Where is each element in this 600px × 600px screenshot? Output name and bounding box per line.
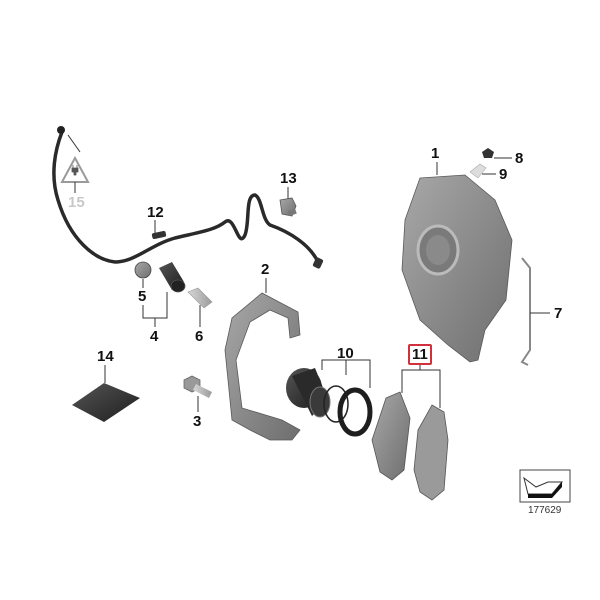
part-4-guide-bushing (142, 262, 186, 327)
part-12-wear-sensor-wire (52, 126, 324, 269)
label-10: 10 (337, 345, 354, 362)
part-11-brake-pads (371, 362, 449, 501)
label-13: 13 (280, 170, 297, 187)
label-12: 12 (147, 204, 164, 221)
part-1-caliper-housing (401, 162, 513, 363)
arrow-shadow-icon (528, 482, 562, 498)
label-5: 5 (138, 288, 147, 305)
part-15-connector-warning (60, 134, 90, 193)
label-14: 14 (97, 348, 114, 365)
label-4: 4 (150, 328, 159, 345)
label-2: 2 (261, 261, 270, 278)
part-7-anti-rattle-spring (520, 257, 550, 366)
plug-icon (71, 165, 79, 176)
part-10-piston-kit (286, 359, 373, 437)
label-9: 9 (499, 166, 508, 183)
label-7: 7 (554, 305, 563, 322)
label-3: 3 (193, 413, 202, 430)
label-11-highlighted[interactable]: 11 (408, 344, 432, 365)
part-8-9-bleeder (469, 148, 512, 179)
part-5-cap (134, 261, 152, 288)
part-6-guide-pin (187, 287, 213, 327)
label-15: 15 (68, 194, 85, 211)
label-1: 1 (431, 145, 440, 162)
reference-number: 177629 (528, 505, 562, 516)
part-2-caliper-carrier (224, 278, 301, 441)
part-3-bolt (183, 375, 212, 412)
reference-box (519, 469, 571, 503)
part-14-grease-packet (72, 365, 140, 422)
part-13-cable-holder (279, 187, 297, 217)
label-6: 6 (195, 328, 204, 345)
label-8: 8 (515, 150, 524, 167)
